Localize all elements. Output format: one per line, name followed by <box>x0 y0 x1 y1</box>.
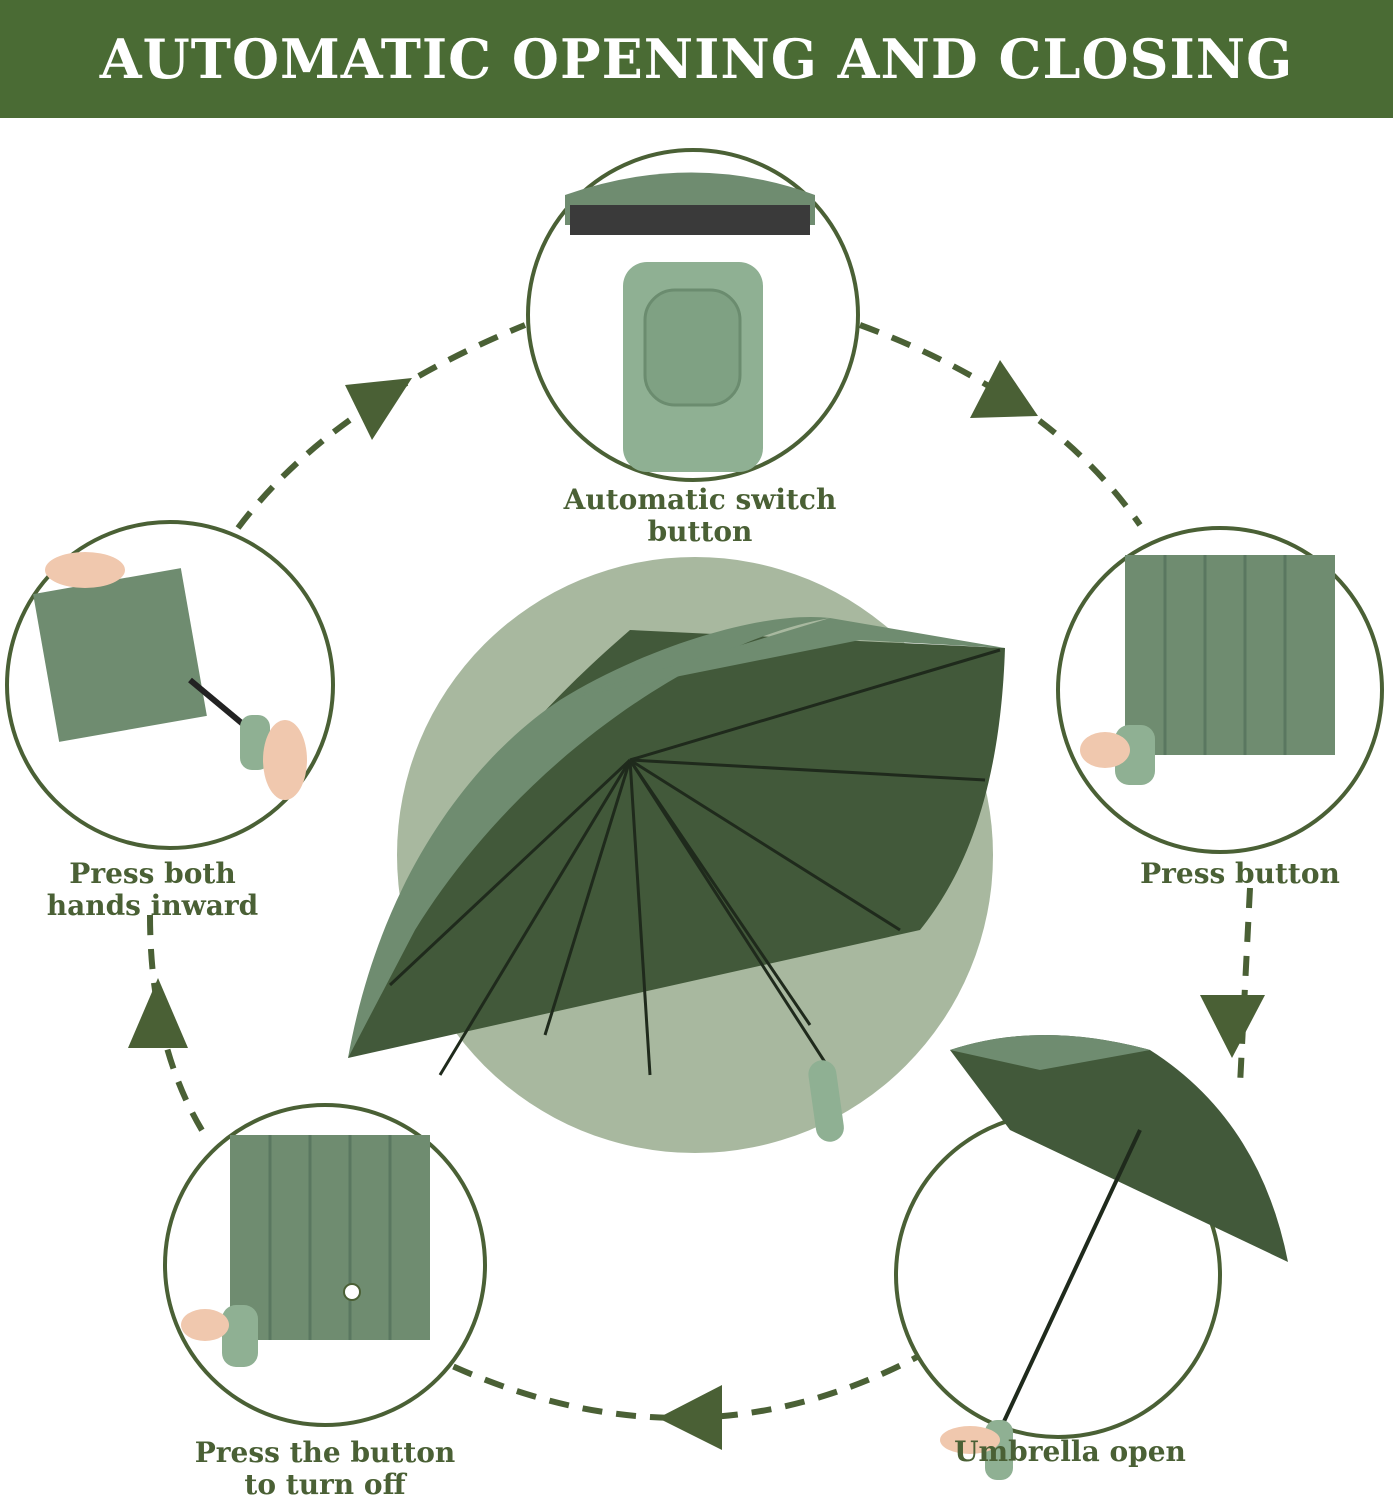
step-circle-automatic-switch <box>526 148 860 482</box>
label-line-1: Umbrella open <box>954 1435 1186 1468</box>
switch-button-closeup-icon <box>565 172 815 472</box>
step-circle-press-button <box>1056 526 1384 854</box>
closed-umbrella-turn-off-icon <box>181 1135 430 1367</box>
connector-top-left <box>235 322 527 530</box>
label-line-1: Press the button <box>194 1436 456 1469</box>
arrow-down-icon <box>1200 995 1265 1058</box>
label-line-1: Automatic switch <box>563 483 837 516</box>
step-label-press-to-turn-off: Press the button to turn off <box>165 1437 485 1501</box>
step-label-automatic-switch: Automatic switch button <box>520 484 880 548</box>
step-label-umbrella-open: Umbrella open <box>920 1436 1220 1468</box>
step-circle-press-to-turn-off <box>163 1103 487 1427</box>
label-line-2: hands inward <box>46 889 259 922</box>
label-line-1: Press both <box>69 857 236 890</box>
main-umbrella-icon <box>348 616 1005 1142</box>
arrowheads <box>128 360 1265 1450</box>
page-title: AUTOMATIC OPENING AND CLOSING <box>99 27 1294 91</box>
step-circle-umbrella-open <box>894 1035 1288 1480</box>
step-label-press-button: Press button <box>1120 858 1360 890</box>
arrow-up-icon <box>128 978 188 1048</box>
title-banner: AUTOMATIC OPENING AND CLOSING <box>0 0 1393 118</box>
label-line-2: button <box>647 515 753 548</box>
arrow-down-right-icon <box>970 360 1038 418</box>
step-circle-press-both-hands <box>5 520 335 850</box>
connector-left <box>147 914 211 1142</box>
label-line-1: Press button <box>1140 857 1340 890</box>
arrow-left-icon <box>658 1385 722 1450</box>
closed-umbrella-press-icon <box>1080 555 1335 785</box>
open-umbrella-icon <box>940 1035 1288 1480</box>
arrow-up-right-icon <box>345 378 412 440</box>
connector-right <box>1237 887 1253 1086</box>
central-umbrella-illustration <box>348 557 1005 1153</box>
connector-top-right <box>858 322 1143 527</box>
hands-folding-umbrella-icon <box>33 552 307 800</box>
label-line-2: to turn off <box>244 1468 406 1501</box>
step-label-press-both-hands: Press both hands inward <box>20 858 285 922</box>
